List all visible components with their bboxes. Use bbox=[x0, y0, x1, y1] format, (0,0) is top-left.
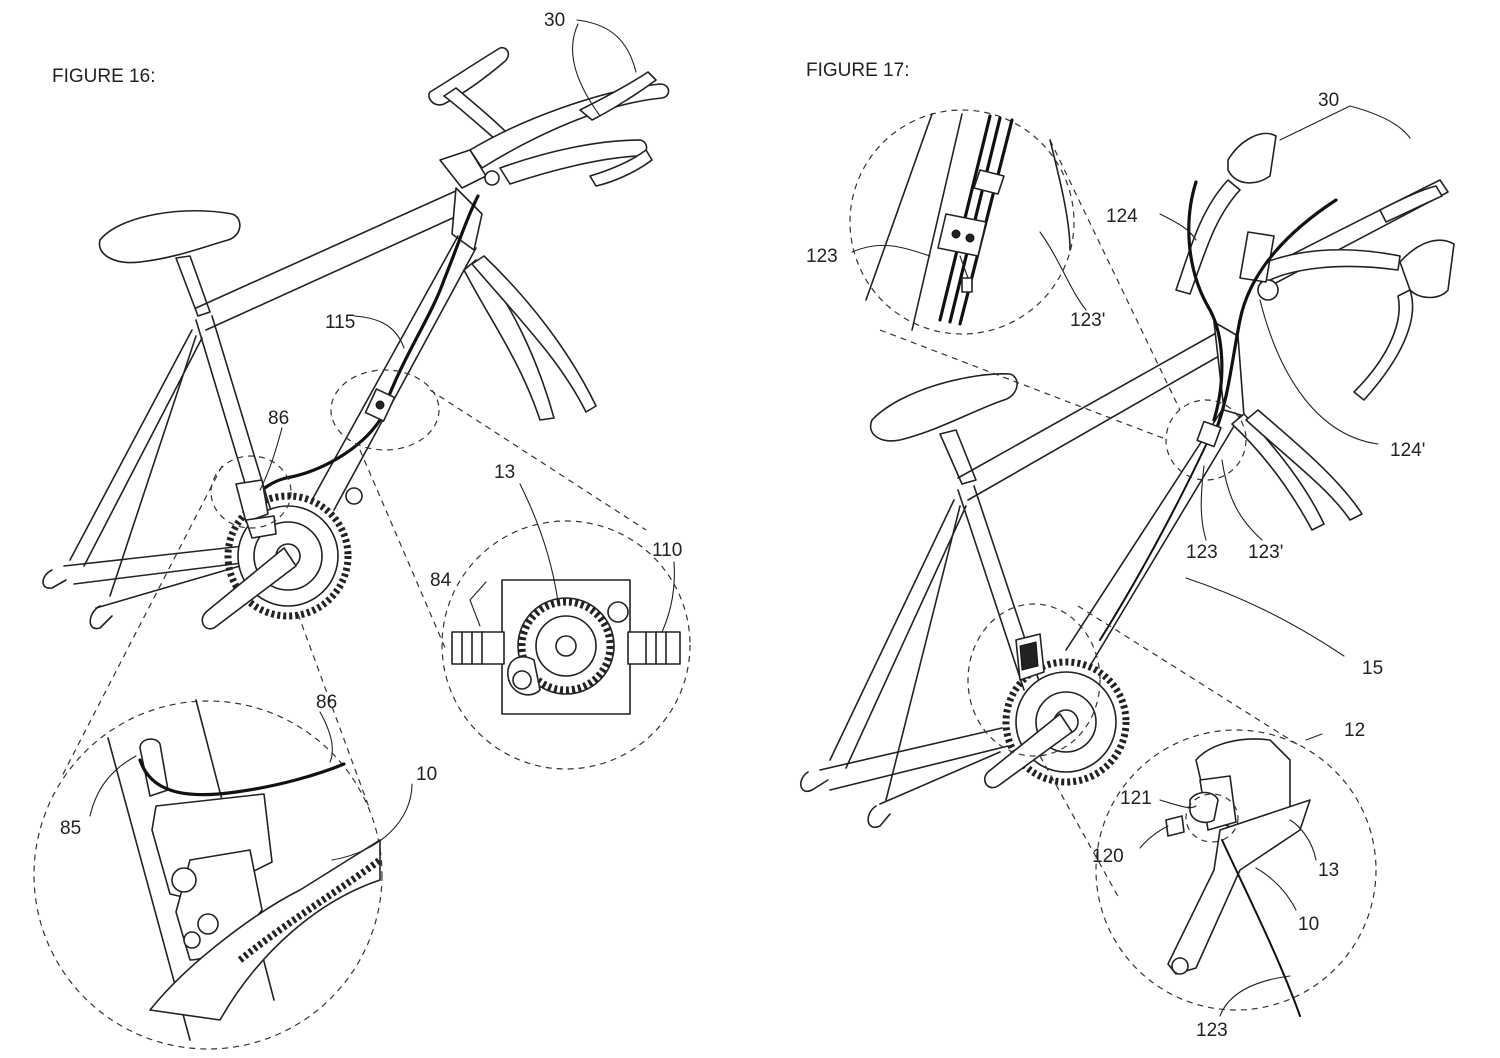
fig17-ref-123-prime-lower: 123' bbox=[1248, 542, 1283, 563]
fig17-ref-121: 121 bbox=[1120, 788, 1152, 809]
fig17-ref-12: 12 bbox=[1344, 720, 1365, 741]
fig16-ref-86-inset: 86 bbox=[316, 692, 337, 713]
figure-16: FIGURE 16: bbox=[34, 10, 690, 1049]
figure-17: FIGURE 17: bbox=[801, 60, 1454, 1041]
fig16-ref-85: 85 bbox=[60, 818, 81, 839]
fig17-ref-123-inset: 123 bbox=[1196, 1020, 1228, 1041]
fig16-saddle bbox=[99, 211, 239, 316]
fig17-inset-connector bbox=[866, 114, 1070, 330]
fig17-ref-120: 120 bbox=[1092, 846, 1124, 867]
fig17-ref-124: 124 bbox=[1106, 206, 1138, 227]
fig16-handlebar bbox=[429, 48, 669, 188]
fig16-ref-30: 30 bbox=[544, 10, 565, 31]
figure-16-title: FIGURE 16: bbox=[52, 66, 155, 87]
fig17-saddle bbox=[871, 374, 1018, 484]
fig16-ref-86: 86 bbox=[268, 408, 289, 429]
fig17-inset-derailleur bbox=[1166, 739, 1310, 1016]
fig16-ref-84: 84 bbox=[430, 570, 452, 591]
fig17-ref-15: 15 bbox=[1362, 658, 1383, 679]
fig17-ref-10: 10 bbox=[1298, 914, 1319, 935]
fig16-ref-110: 110 bbox=[652, 540, 682, 561]
fig17-ref-123: 123 bbox=[806, 246, 838, 267]
fig16-ref-13: 13 bbox=[494, 462, 515, 483]
figure-17-title: FIGURE 17: bbox=[806, 60, 909, 81]
fig16-ref-115: 115 bbox=[325, 312, 355, 333]
fig17-ref-13: 13 bbox=[1318, 860, 1339, 881]
fig17-ref-123-lower: 123 bbox=[1186, 542, 1218, 563]
fig17-crankset bbox=[985, 634, 1126, 788]
fig16-ref-10: 10 bbox=[416, 764, 437, 785]
fig16-inset-sensor bbox=[452, 580, 680, 714]
fig17-ref-123-prime-upper: 123' bbox=[1070, 310, 1105, 331]
fig16-crankset bbox=[202, 488, 362, 629]
fig17-ref-30: 30 bbox=[1318, 90, 1339, 111]
fig17-ref-124-prime: 124' bbox=[1390, 440, 1425, 461]
